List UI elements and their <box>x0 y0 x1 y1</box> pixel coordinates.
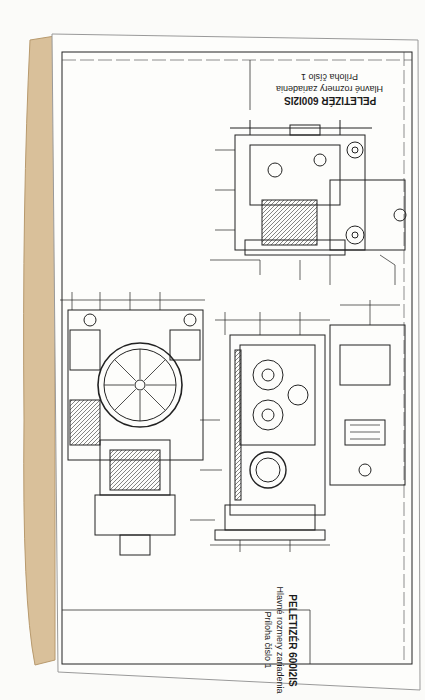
title-block-text: PELETIZÉR 600I2IS <box>286 594 297 686</box>
rotor-spoke <box>115 360 136 381</box>
title-block-text: Hlavné rozmery zariadenia <box>275 586 285 693</box>
rotor-spoke <box>140 349 141 379</box>
rotor-spoke <box>146 385 176 386</box>
title-block-text: PELETIZÉR 600I2IS <box>284 95 376 106</box>
rotor-spoke <box>144 389 165 410</box>
title-block-text: Príloha číslo 1 <box>263 611 273 668</box>
rotor-spoke <box>144 360 165 381</box>
rotor-spoke <box>104 385 134 386</box>
rotor-spoke <box>140 391 141 421</box>
rotor-spoke <box>115 389 136 410</box>
title-block-text: Hlavné rozmery zariadenia <box>276 83 383 93</box>
title-block-text: Príloha číslo 1 <box>301 71 358 81</box>
